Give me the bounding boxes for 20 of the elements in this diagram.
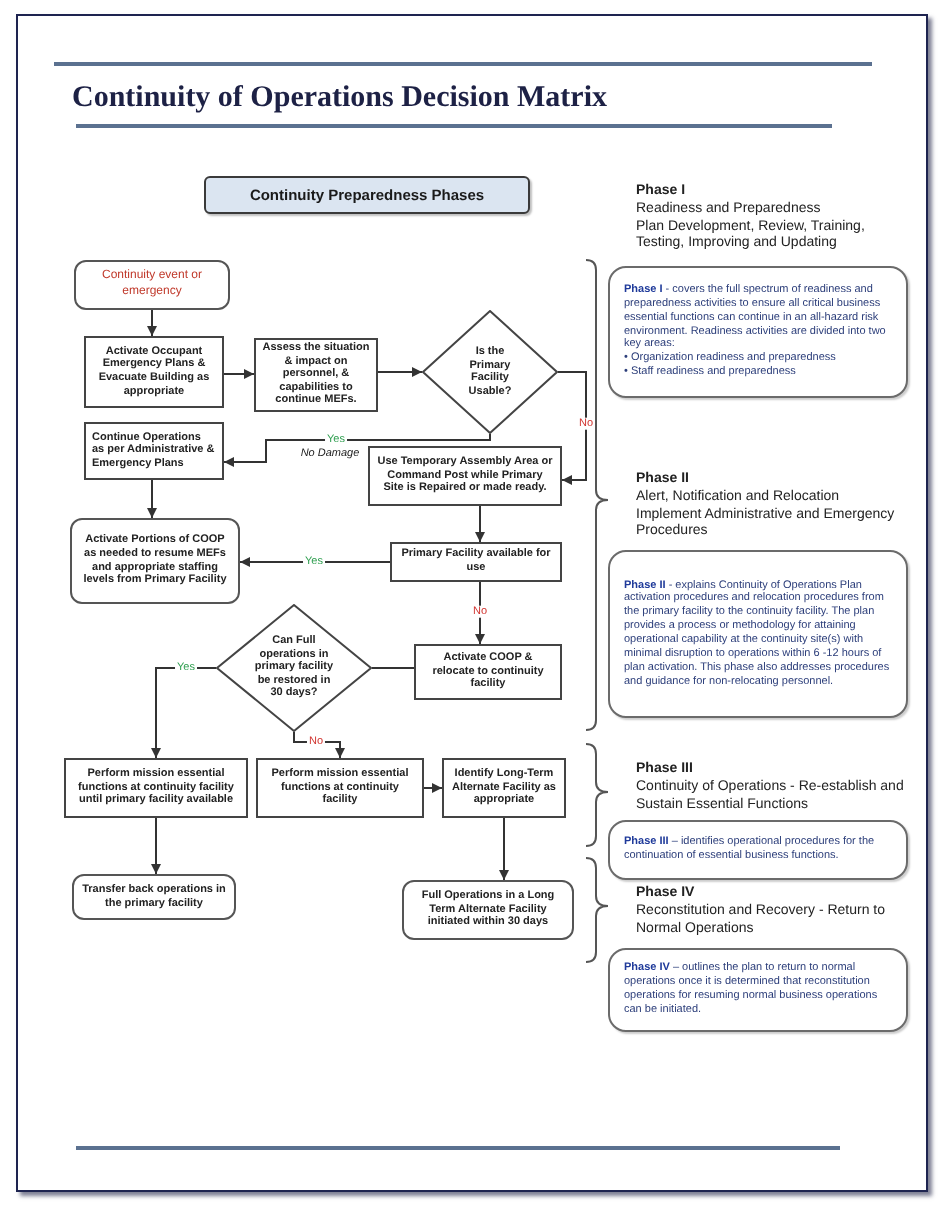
diagram-title: Continuity of Operations Decision Matrix bbox=[72, 80, 607, 116]
description-panel bbox=[608, 550, 908, 718]
arrow bbox=[223, 433, 491, 467]
arrow bbox=[475, 581, 485, 645]
arrow bbox=[293, 731, 345, 759]
connector-line bbox=[371, 667, 415, 669]
arrow bbox=[147, 479, 157, 519]
arrow bbox=[557, 371, 587, 485]
description-panel bbox=[608, 266, 908, 398]
arrow bbox=[147, 309, 157, 337]
arrow bbox=[223, 369, 255, 379]
arrow bbox=[151, 667, 217, 759]
arrow bbox=[239, 557, 391, 567]
arrow bbox=[475, 505, 485, 543]
arrow bbox=[499, 817, 509, 881]
description-panel bbox=[608, 820, 908, 880]
arrow bbox=[377, 367, 423, 377]
arrow bbox=[151, 817, 161, 875]
description-panel bbox=[608, 948, 908, 1032]
arrow bbox=[423, 783, 443, 793]
